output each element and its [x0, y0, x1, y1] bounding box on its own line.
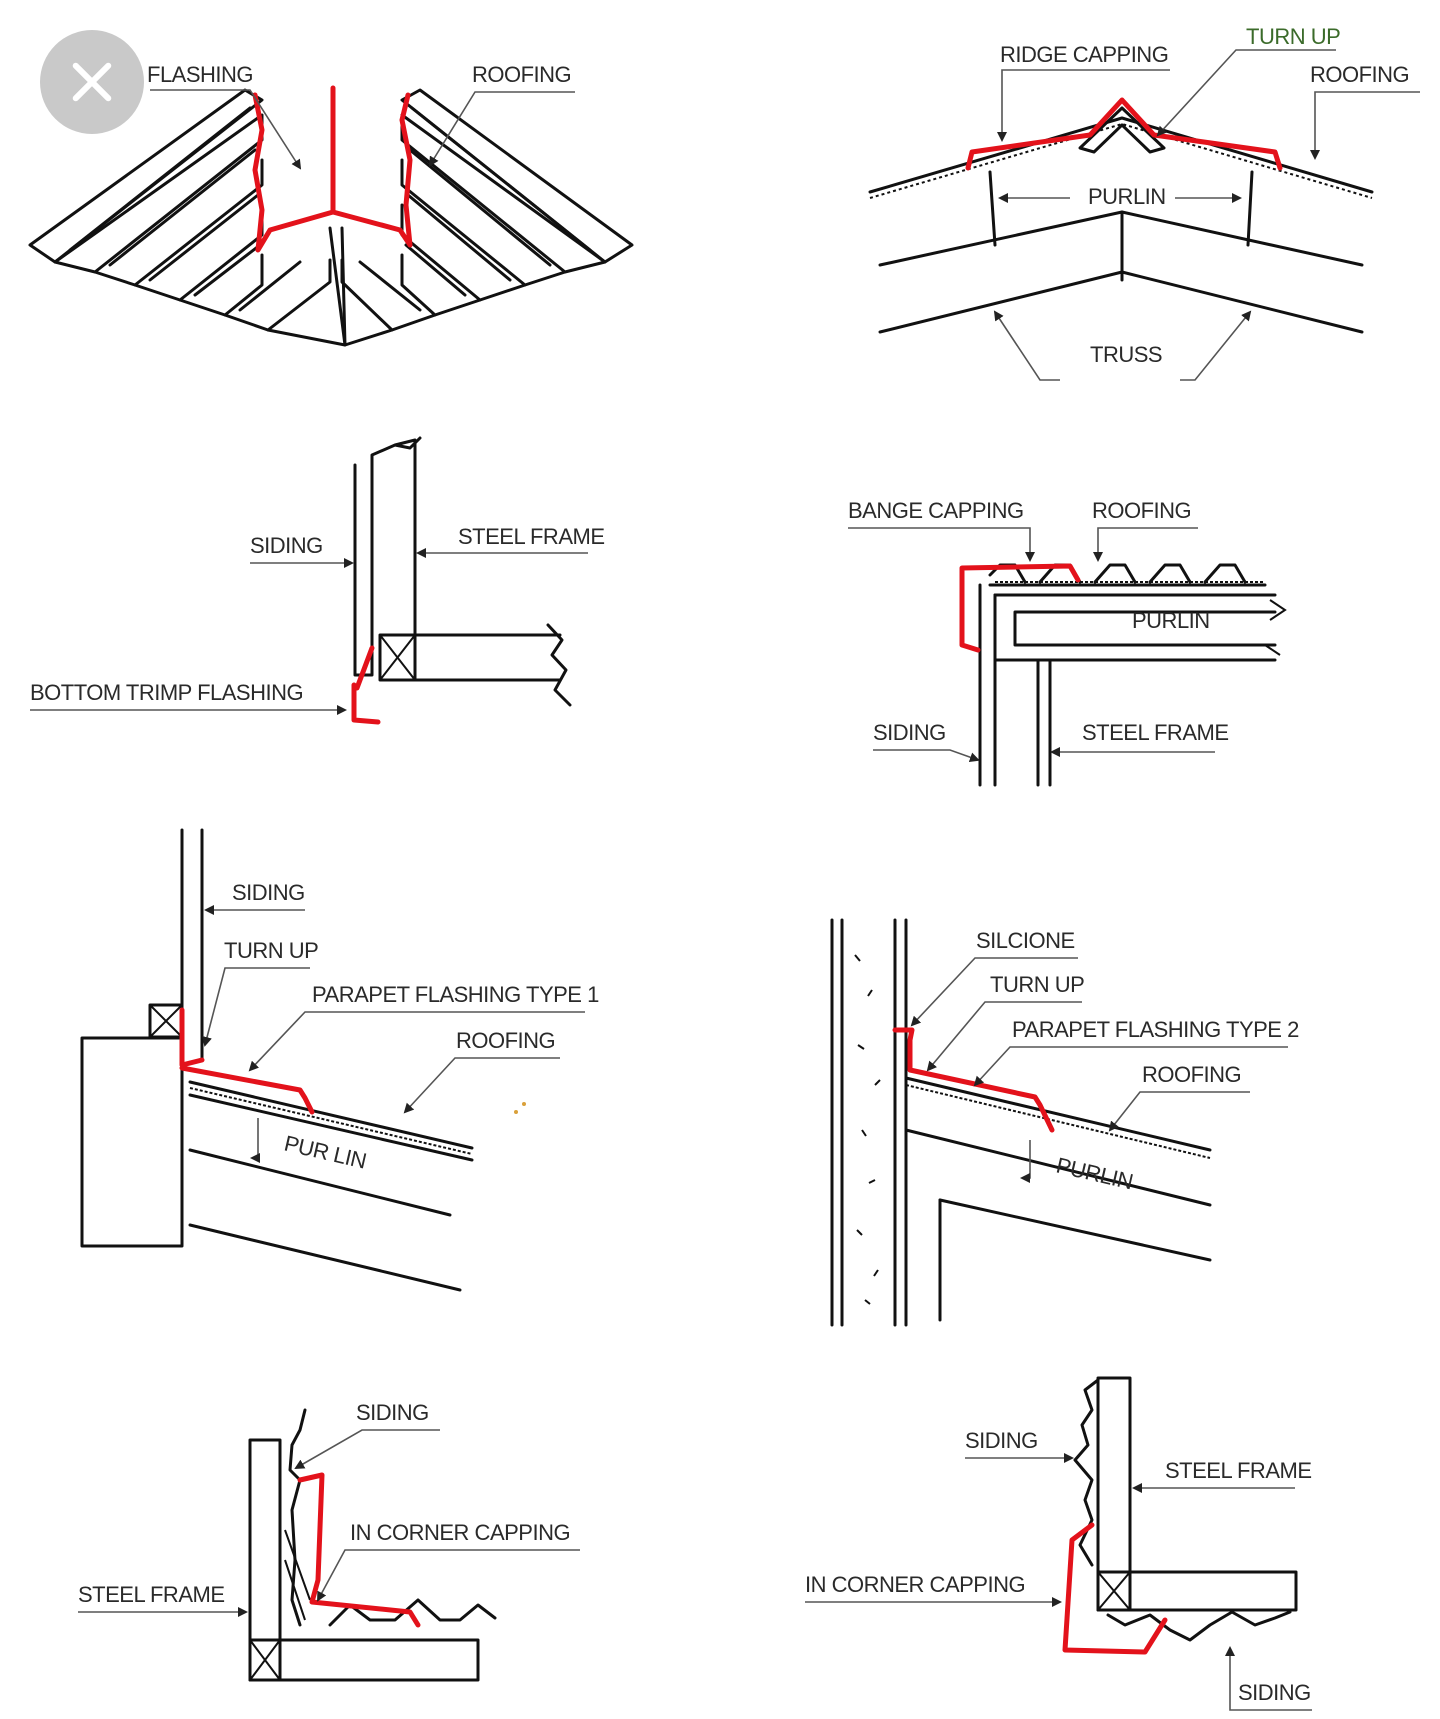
purlin-label: PUR LIN	[282, 1131, 369, 1174]
roofing-sheet	[188, 1080, 474, 1162]
valley-flashing	[252, 85, 413, 253]
siding-wall	[353, 463, 374, 677]
turn-up-label: TURN UP	[1246, 24, 1340, 49]
purlins	[988, 170, 1254, 247]
close-x-icon[interactable]	[40, 30, 144, 134]
stray-dot	[522, 1102, 526, 1106]
flashing-leader	[150, 89, 302, 170]
ridge-capping-flashing	[965, 97, 1283, 171]
parapet-wall	[80, 1036, 184, 1248]
roof-sheet-line	[868, 116, 1374, 194]
in-corner-capping-detail-1: SIDING IN CORNER CAPPING STEEL FRAME	[78, 1400, 580, 1682]
roofing-and-purlin-lines	[904, 1076, 1212, 1262]
purlin-label: PURLIN	[1088, 184, 1166, 209]
roofing-label: ROOFING	[472, 62, 571, 87]
siding-profile	[288, 1408, 307, 1627]
roofing-label: ROOFING	[1142, 1062, 1241, 1087]
parapet-flashing-type-1	[179, 1007, 315, 1115]
turn-up-label: TURN UP	[224, 938, 318, 963]
concrete-wall	[830, 918, 908, 1327]
parapet-flashing-label: PARAPET FLASHING TYPE 2	[1012, 1017, 1299, 1042]
siding-label: SIDING	[356, 1400, 429, 1425]
bottom-trim-flashing-label: BOTTOM TRIMP FLASHING	[30, 680, 303, 705]
in-corner-capping-flashing	[1062, 1522, 1168, 1655]
parapet-flashing-label: PARAPET FLASHING TYPE 1	[312, 982, 599, 1007]
siding-wall	[978, 583, 997, 787]
steel-frame-column	[1096, 1376, 1132, 1612]
truss-label: TRUSS	[1090, 342, 1162, 367]
siding-profile-bottom	[1106, 1610, 1292, 1642]
steel-frame-label: STEEL FRAME	[1082, 720, 1229, 745]
turn-up-label: TURN UP	[990, 972, 1084, 997]
parapet-flashing-type-2	[892, 1027, 1055, 1133]
valley-gutter-detail: FLASHING ROOFING	[28, 62, 634, 347]
siding-wall	[180, 828, 204, 1067]
roofing-label: ROOFING	[1310, 62, 1409, 87]
flashing-label: FLASHING	[147, 62, 253, 87]
roofing-label: ROOFING	[456, 1028, 555, 1053]
stray-dot	[514, 1110, 518, 1114]
ridge-block	[1078, 106, 1166, 154]
bottom-trim-detail: SIDING STEEL FRAME BOTTOM TRIMP FLASHING	[30, 436, 605, 725]
steel-frame-label: STEEL FRAME	[1165, 1458, 1312, 1483]
ridge-capping-label: RIDGE CAPPING	[1000, 42, 1168, 67]
barge-capping-detail: BANGE CAPPING ROOFING PURLIN SIDING STEE…	[848, 498, 1287, 787]
bottom-trim-flashing	[351, 645, 381, 725]
purlin	[993, 593, 1277, 662]
in-corner-capping-flashing	[297, 1472, 421, 1628]
in-corner-capping-label: IN CORNER CAPPING	[350, 1520, 570, 1545]
ridge-capping-detail: PURLIN TRUSS RIDGE CAPPING TURN UP ROOFI…	[868, 24, 1420, 381]
parapet-flashing-type-2-detail: SILCIONE TURN UP PARAPET FLASHING TYPE 2…	[830, 918, 1300, 1327]
concrete-texture	[854, 954, 881, 1305]
purlin-lines	[188, 1148, 462, 1292]
in-corner-capping-label: IN CORNER CAPPING	[805, 1572, 1025, 1597]
siding-top-label: SIDING	[965, 1428, 1038, 1453]
purlin-label: PURLIN	[1054, 1153, 1135, 1195]
barge-capping-flashing	[959, 563, 1081, 653]
siding-label: SIDING	[232, 880, 305, 905]
base-girt	[1096, 1570, 1298, 1612]
steel-frame-label: STEEL FRAME	[458, 524, 605, 549]
in-corner-capping-detail-2: SIDING STEEL FRAME IN CORNER CAPPING SID…	[805, 1376, 1312, 1711]
roofing-sheet-left	[28, 88, 347, 347]
roofing-profile	[328, 1598, 497, 1627]
purlin-label: PURLIN	[1132, 608, 1210, 633]
girt-beam	[378, 633, 562, 682]
steel-frame-column	[370, 436, 422, 682]
siding-label: SIDING	[250, 533, 323, 558]
roofing-sheet-right	[340, 88, 634, 347]
roofing-label: ROOFING	[1092, 498, 1191, 523]
siding-label: SIDING	[873, 720, 946, 745]
steel-frame	[1036, 658, 1052, 787]
parapet-flashing-type-1-detail: SIDING TURN UP PARAPET FLASHING TYPE 1 R…	[80, 828, 600, 1292]
barge-capping-label: BANGE CAPPING	[848, 498, 1024, 523]
steel-frame-label: STEEL FRAME	[78, 1582, 225, 1607]
silicone-label: SILCIONE	[976, 928, 1075, 953]
base-girt	[248, 1638, 480, 1682]
steel-frame-column	[248, 1438, 282, 1682]
siding-bottom-label: SIDING	[1238, 1680, 1311, 1705]
roofing-leader	[428, 91, 575, 167]
